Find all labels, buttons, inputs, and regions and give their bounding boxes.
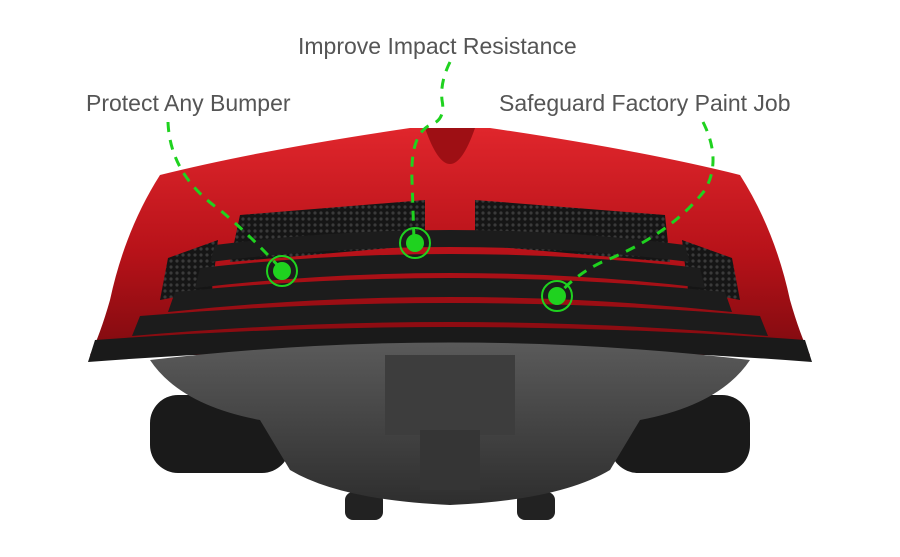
right-rear-wheel — [517, 492, 555, 520]
left-rear-wheel — [345, 492, 383, 520]
callout-leaders — [166, 61, 715, 296]
leader-protect — [166, 121, 284, 272]
leader-impact — [410, 61, 452, 241]
callout-label-paint: Safeguard Factory Paint Job — [499, 90, 791, 116]
leader-paint — [556, 121, 715, 296]
callout-dots — [266, 227, 573, 312]
hood-ridge — [425, 128, 475, 164]
callout-label-protect: Protect Any Bumper — [86, 90, 291, 116]
undertray-center-plate — [420, 430, 480, 490]
undertray-panel — [385, 355, 515, 435]
callout-dot-icon — [266, 255, 298, 287]
callout-label-impact: Improve Impact Resistance — [298, 33, 577, 59]
callout-dot-icon — [541, 280, 573, 312]
callout-dot-icon — [399, 227, 431, 259]
